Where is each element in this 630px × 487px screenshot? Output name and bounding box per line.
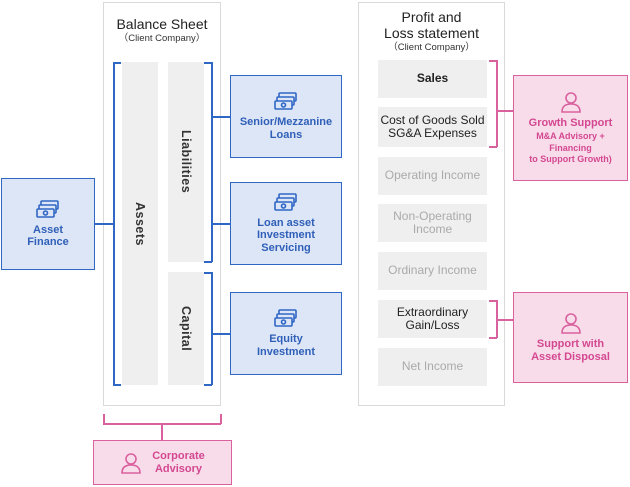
assets-bracket-top (113, 62, 121, 64)
corporate-advisory-line1: Corporate (152, 450, 205, 462)
asset-disposal-line1: Support with (536, 338, 605, 350)
growth-support-detail3: to Support Growth) (529, 154, 612, 164)
corporate-bracket-right (220, 414, 222, 424)
pl-item-ordinary-income: Ordinary Income (378, 252, 487, 290)
capital-bracket-bottom (204, 384, 212, 386)
pl-heading-line2: Loss statement (384, 25, 479, 41)
growth-support-detail1: M&A Advisory + (536, 131, 605, 141)
growth-support-box: Growth Support M&A Advisory + Financing … (513, 75, 628, 181)
equity-investment-box: Equity Investment (230, 292, 342, 375)
pl-item-label: Net Income (401, 359, 464, 374)
corporate-advisory-box: Corporate Advisory (93, 440, 232, 485)
liabilities-bracket-top (204, 62, 212, 64)
capital-block: Capital (168, 272, 204, 385)
asset-finance-box: Asset Finance (1, 178, 95, 270)
growth-support-title: Growth Support (528, 116, 613, 129)
corporate-connector (161, 423, 163, 440)
disposal-bracket-top (489, 300, 497, 302)
disposal-connector (497, 319, 513, 321)
growth-bracket (496, 60, 498, 147)
person-icon (560, 91, 581, 113)
asset-disposal-box: Support with Asset Disposal (513, 292, 628, 383)
growth-connector (497, 110, 513, 112)
pl-item-extraordinary: Extraordinary Gain/Loss (378, 300, 487, 338)
pl-item-cogs: Cost of Goods Sold SG&A Expenses (378, 107, 487, 147)
pl-item-operating-income: Operating Income (378, 157, 487, 195)
pl-item-label: Cost of Goods Sold SG&A Expenses (380, 112, 485, 140)
corporate-advisory-text: Corporate Advisory (152, 450, 205, 475)
senior-mezzanine-box: Senior/Mezzanine Loans (230, 75, 342, 158)
money-stack-icon (274, 192, 297, 211)
pl-item-label: Ordinary Income (388, 263, 477, 278)
money-stack-icon (36, 199, 59, 218)
pl-heading-line1: Profit and (401, 9, 462, 25)
equity-line2: Investment (256, 345, 316, 358)
senior-connector (212, 116, 230, 118)
person-icon (121, 452, 142, 474)
liabilities-block: Liabilities (168, 62, 204, 262)
liabilities-label: Liabilities (179, 130, 193, 194)
balance-sheet-title: Balance Sheet （Client Company） (103, 16, 221, 45)
pl-item-label: Operating Income (384, 168, 481, 183)
liabilities-bracket (211, 62, 213, 262)
money-stack-icon (274, 309, 297, 327)
person-icon (560, 313, 581, 334)
equity-line1: Equity (269, 333, 303, 345)
loan-asset-box: Loan asset Investment Servicing (230, 182, 342, 265)
loan-asset-connector (212, 223, 230, 225)
pl-item-label: Sales (416, 71, 449, 86)
pl-title: Profit and Loss statement （Client Compan… (358, 9, 505, 54)
disposal-bracket-bottom (489, 337, 497, 339)
growth-bracket-bottom (489, 146, 497, 148)
pl-item-net-income: Net Income (378, 348, 487, 386)
liabilities-bracket-bottom (204, 261, 212, 263)
senior-mezzanine-line2: Loans (269, 128, 303, 141)
senior-mezzanine-line1: Senior/Mezzanine (239, 116, 333, 128)
loan-asset-line2: Investment (256, 229, 316, 242)
asset-finance-connector (95, 223, 114, 225)
assets-label: Assets (133, 201, 147, 246)
assets-bracket-bottom (113, 384, 121, 386)
money-stack-icon (274, 92, 297, 110)
loan-asset-line3: Servicing (261, 241, 311, 254)
corporate-bracket-left (103, 414, 105, 424)
pl-item-sales: Sales (378, 60, 487, 98)
disposal-bracket (496, 300, 498, 338)
capital-label: Capital (179, 305, 193, 352)
growth-bracket-top (489, 60, 497, 62)
pl-item-label: Non-Operating Income (393, 208, 472, 236)
assets-block: Assets (122, 62, 158, 385)
asset-finance-line2: Finance (27, 236, 69, 248)
pl-item-label: Extraordinary Gain/Loss (396, 304, 469, 332)
asset-disposal-line2: Asset Disposal (531, 350, 610, 363)
balance-sheet-subtitle: （Client Company） (118, 33, 206, 44)
capital-bracket (211, 272, 213, 385)
capital-bracket-top (204, 272, 212, 274)
loan-asset-line1: Loan asset (257, 216, 315, 229)
asset-finance-line1: Asset (33, 223, 63, 236)
pl-item-non-operating-income: Non-Operating Income (378, 204, 487, 242)
corporate-advisory-line2: Advisory (154, 462, 203, 475)
growth-support-detail2: Financing (549, 142, 592, 153)
equity-connector (212, 333, 230, 335)
pl-subtitle: （Client Company） (388, 42, 475, 53)
balance-sheet-heading: Balance Sheet (116, 16, 208, 32)
